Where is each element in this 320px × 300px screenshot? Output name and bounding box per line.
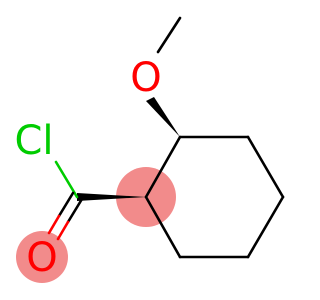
ring-bond — [246, 195, 285, 259]
wedge-bond-carbonyl — [77, 193, 146, 201]
double-bond-line-2-red — [56, 220, 70, 241]
molecule-structure: O Cl O — [14, 16, 285, 283]
wedge-bond-methoxy — [146, 97, 180, 137]
chlorine-label: Cl — [14, 118, 53, 164]
double-bond-line-2 — [66, 197, 84, 224]
acyl-chloride-bond — [54, 160, 79, 199]
carbonyl-double-bond — [47, 191, 84, 241]
carbonyl-oxygen-highlight — [16, 231, 68, 283]
ring-bond — [144, 135, 182, 199]
double-bond-line-1-red — [47, 214, 61, 235]
ring-bond — [246, 135, 285, 199]
carbonyl-oxygen-label: O — [26, 235, 57, 281]
ring-bond — [144, 195, 182, 259]
methoxy-oxygen-label: O — [130, 55, 161, 101]
cyclohexane-ring — [144, 135, 285, 259]
double-bond-line-1 — [57, 191, 75, 218]
methyl-bond — [156, 16, 182, 54]
